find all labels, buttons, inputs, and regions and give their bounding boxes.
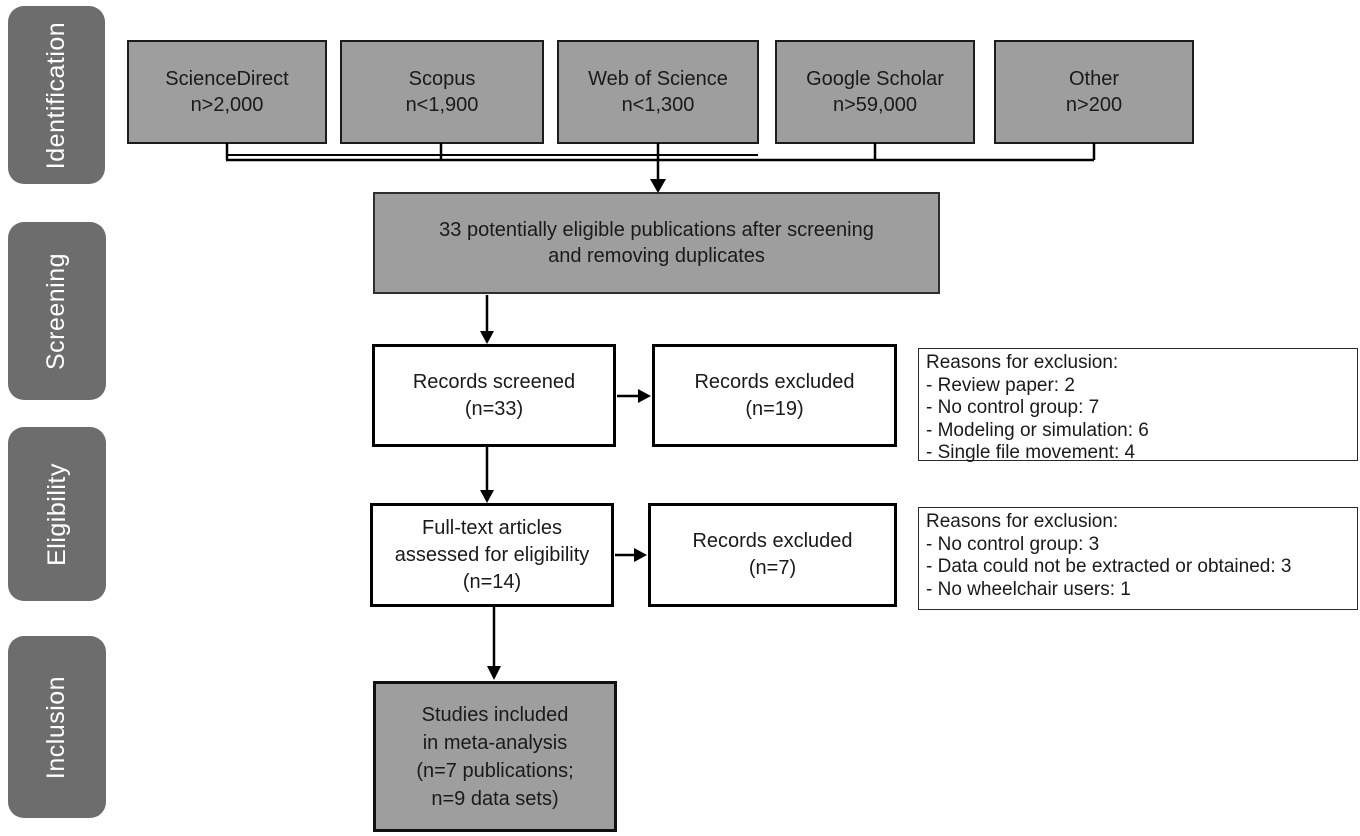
- source-name: ScienceDirect: [165, 68, 289, 90]
- source-box-sciencedirect: ScienceDirect n>2,000: [127, 40, 327, 144]
- source-name: Google Scholar: [806, 68, 944, 90]
- records-screened-box: Records screened (n=33): [372, 344, 616, 447]
- reason-item: - No wheelchair users: 1: [926, 578, 1131, 600]
- reason-item: - Modeling or simulation: 6: [926, 419, 1149, 441]
- stage-screening: Screening: [8, 222, 106, 400]
- records-excluded-line1: Records excluded: [694, 370, 855, 393]
- reason-item: - No control group: 7: [926, 397, 1100, 418]
- records-excluded-eligibility-box: Records excluded (n=7): [648, 503, 897, 607]
- reasons-title: Reasons for exclusion:: [926, 352, 1119, 373]
- source-name: Web of Science: [588, 68, 728, 90]
- studies-line3: (n=7 publications;: [416, 759, 574, 782]
- stage-identification-label: Identification: [42, 21, 70, 169]
- source-name: Other: [1068, 68, 1120, 90]
- arrowhead-screened: [480, 331, 494, 344]
- stage-identification: Identification: [8, 6, 105, 184]
- arrowhead-pooled: [650, 179, 666, 193]
- exclusion-reasons-eligibility-box: Reasons for exclusion: - No control grou…: [918, 507, 1358, 610]
- stage-inclusion: Inclusion: [8, 636, 106, 818]
- source-box-web-of-science: Web of Science n<1,300: [557, 40, 759, 144]
- pooled-publications-box: 33 potentially eligible publications aft…: [373, 192, 940, 294]
- reason-item: - Single file movement: 4: [926, 442, 1136, 463]
- stage-eligibility-label: Eligibility: [42, 462, 71, 566]
- pooled-line2: and removing duplicates: [548, 245, 765, 267]
- reason-item: - Data could not be extracted or obtaine…: [926, 556, 1292, 577]
- records-screened-count: (n=33): [464, 397, 524, 420]
- reasons-title: Reasons for exclusion:: [926, 511, 1119, 532]
- records-excluded-count: (n=19): [745, 397, 804, 420]
- source-box-other: Other n>200: [994, 40, 1194, 144]
- fulltext-line1: Full-text articles: [421, 516, 563, 539]
- arrowhead-excluded-19: [638, 389, 651, 403]
- arrowhead-studies: [487, 666, 501, 680]
- pooled-line1: 33 potentially eligible publications aft…: [439, 219, 874, 241]
- source-count: n>2,000: [190, 94, 264, 116]
- stage-screening-label: Screening: [42, 252, 71, 370]
- studies-line2: in meta-analysis: [422, 731, 568, 754]
- stage-inclusion-label: Inclusion: [42, 675, 71, 779]
- studies-line4: n=9 data sets): [431, 787, 559, 810]
- source-name: Scopus: [408, 68, 476, 90]
- studies-included-box: Studies included in meta-analysis (n=7 p…: [373, 681, 617, 832]
- reason-item: - Review paper: 2: [926, 374, 1075, 396]
- source-count: n>200: [1065, 94, 1123, 116]
- studies-line1: Studies included: [421, 703, 569, 726]
- reason-item: - No control group: 3: [926, 533, 1100, 555]
- fulltext-count: (n=14): [462, 570, 522, 593]
- records-excluded-line1: Records excluded: [692, 530, 853, 552]
- source-count: n<1,900: [405, 94, 479, 116]
- source-count: n>59,000: [833, 94, 917, 116]
- fulltext-line2: assessed for eligibility: [394, 543, 590, 566]
- arrowhead-fulltext: [480, 490, 494, 503]
- source-count: n<1,300: [621, 94, 695, 116]
- source-box-scopus: Scopus n<1,900: [340, 40, 544, 144]
- records-excluded-count: (n=7): [748, 557, 797, 579]
- exclusion-reasons-screening-box: Reasons for exclusion: - Review paper: 2…: [918, 348, 1358, 463]
- fulltext-assessed-box: Full-text articles assessed for eligibil…: [370, 503, 614, 607]
- source-box-google-scholar: Google Scholar n>59,000: [775, 40, 975, 144]
- stage-eligibility: Eligibility: [8, 427, 106, 601]
- records-excluded-screening-box: Records excluded (n=19): [652, 344, 897, 447]
- records-screened-line1: Records screened: [412, 370, 576, 393]
- arrowhead-excluded-7: [634, 548, 647, 562]
